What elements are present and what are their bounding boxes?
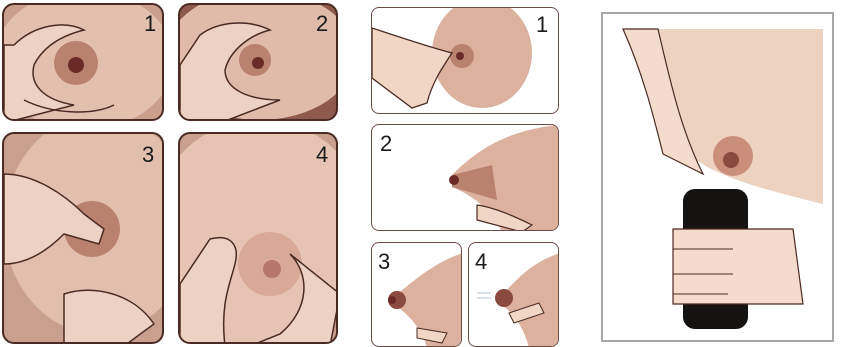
set-b-panel-4: 4: [468, 242, 559, 347]
set-a-panel-1: 1: [2, 3, 164, 121]
set-b-step-4: 4: [475, 251, 487, 273]
bottle-illustration: [603, 14, 832, 340]
set-a-panel-3: 3: [2, 132, 164, 344]
set-b-step-1: 1: [536, 14, 548, 36]
set-a-step-1: 1: [144, 13, 156, 35]
set-b-illustration-1: [372, 8, 559, 114]
set-a-illustration-3: [4, 134, 164, 344]
set-b-panel-2: 2: [371, 124, 559, 231]
set-b-step-3: 3: [378, 251, 390, 273]
set-b-illustration-2: [372, 125, 559, 231]
set-a-illustration-1: [4, 5, 164, 121]
set-a-step-2: 2: [316, 13, 328, 35]
set-a-illustration-2: [180, 5, 338, 121]
set-a-step-3: 3: [142, 144, 154, 166]
set-b-panel-3: 3: [371, 242, 462, 347]
set-a-illustration-4: [180, 134, 338, 344]
set-a-panel-2: 2: [178, 3, 338, 121]
set-b-panel-1: 1: [371, 7, 559, 114]
bottle-illustration-frame: [601, 12, 834, 342]
set-b-step-2: 2: [380, 133, 392, 155]
set-a-step-4: 4: [316, 144, 328, 166]
set-a-panel-4: 4: [178, 132, 338, 344]
